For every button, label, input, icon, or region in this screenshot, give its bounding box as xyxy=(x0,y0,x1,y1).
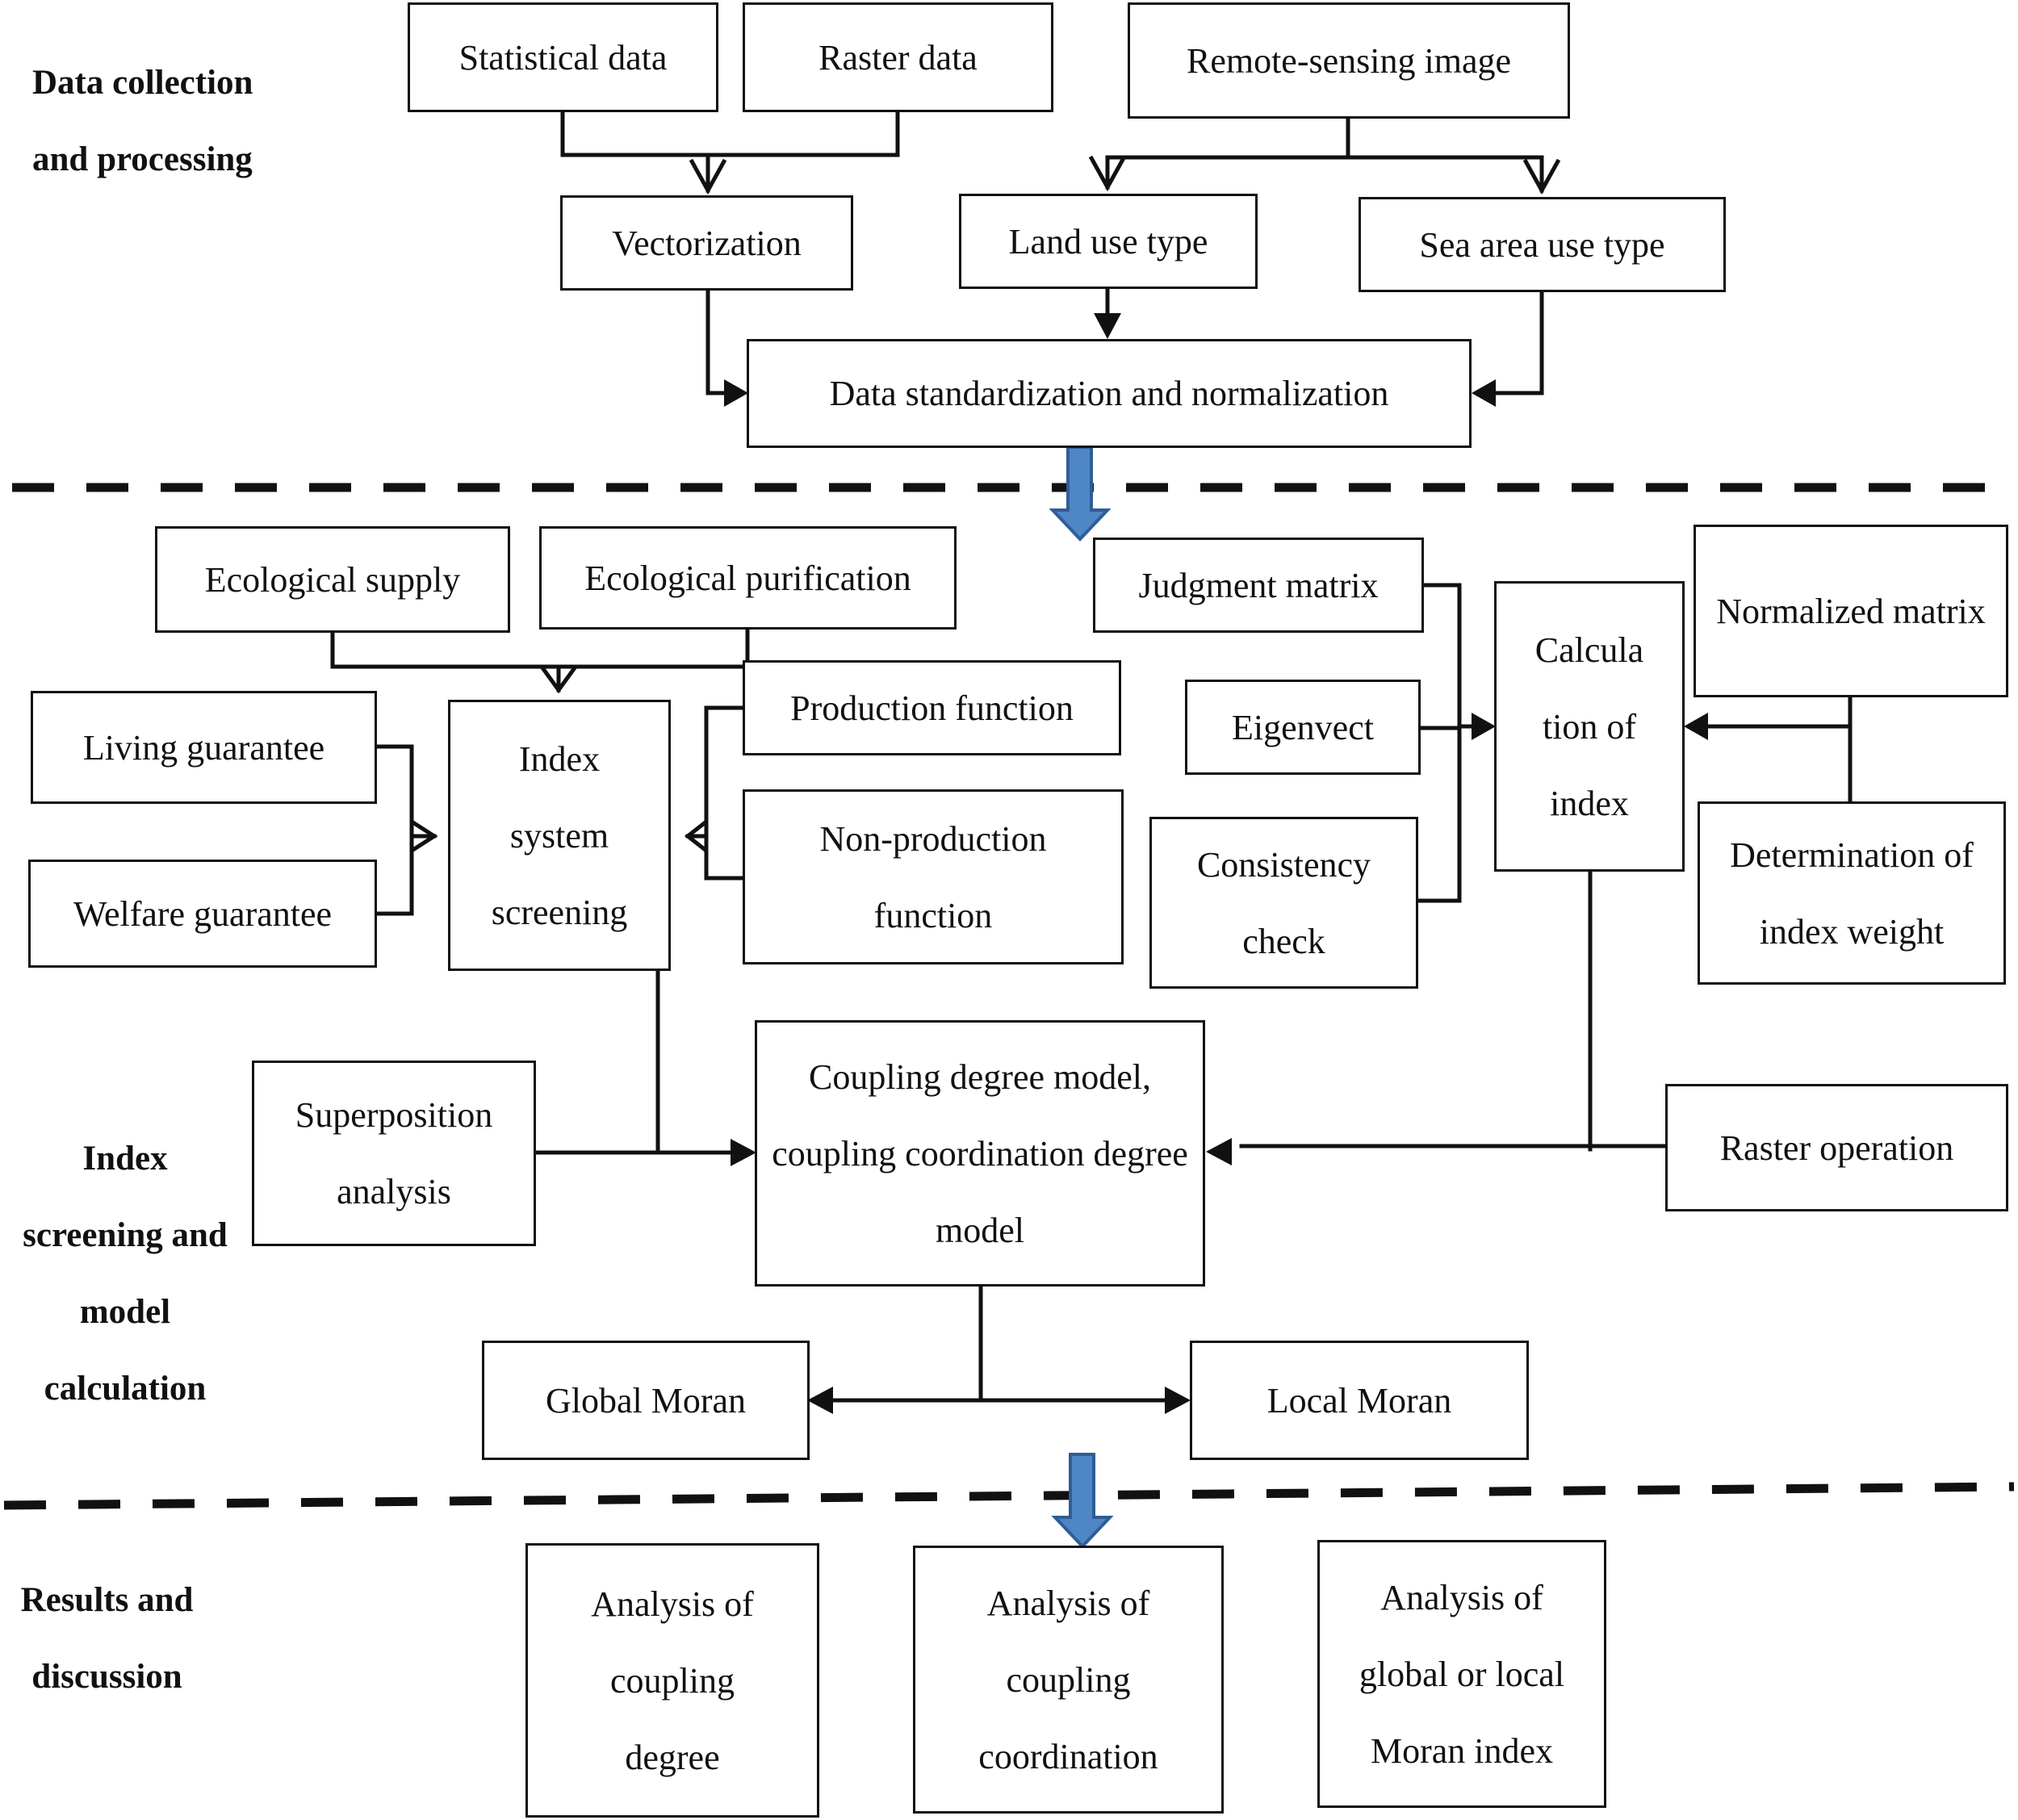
box-coupling-model: Coupling degree model, coupling coordina… xyxy=(755,1020,1205,1287)
box-ecological-purification: Ecological purification xyxy=(539,526,957,630)
box-production-function: Production function xyxy=(743,660,1121,755)
box-judgment-matrix: Judgment matrix xyxy=(1093,538,1424,633)
arrowhead-vectorization xyxy=(689,158,727,195)
arrowhead-index-right xyxy=(684,820,708,852)
connector-remote-split xyxy=(1105,115,1544,193)
divider-bottom xyxy=(3,1482,2015,1510)
box-calculation-of-index: Calcula tion of index xyxy=(1494,581,1685,872)
box-ecological-supply: Ecological supply xyxy=(155,526,510,633)
arrowhead-standard-left xyxy=(724,379,748,407)
arrowhead-seause xyxy=(1522,158,1561,195)
flow-arrows xyxy=(1049,446,1114,1549)
arrowhead-landuse xyxy=(1088,155,1127,192)
connector-vectorization-to-standard xyxy=(705,287,733,395)
connector-ahp-to-calc xyxy=(1416,583,1481,903)
box-analysis-coupling-degree: Analysis of coupling degree xyxy=(525,1543,819,1818)
arrowhead-calc-left xyxy=(1472,713,1496,740)
box-eigenvect: Eigenvect xyxy=(1185,680,1421,775)
arrowhead-local-moran xyxy=(1165,1387,1191,1414)
section-label-data-collection: Data collection and processing xyxy=(32,64,253,178)
arrowhead-coupling-right xyxy=(1206,1138,1232,1165)
section-label-results: Results and discussion xyxy=(20,1581,194,1696)
box-determination-of-index-weight: Determination of index weight xyxy=(1698,801,2006,985)
connector-coupling-to-moran xyxy=(829,1283,1169,1403)
arrowhead-standard-top xyxy=(1094,313,1121,339)
connector-stat-raster-to-vector xyxy=(560,108,900,157)
connector-weight-to-calc xyxy=(1704,694,1853,805)
box-land-use-type: Land use type xyxy=(959,194,1258,289)
box-local-moran: Local Moran xyxy=(1190,1341,1529,1460)
box-normalized-matrix: Normalized matrix xyxy=(1694,525,2008,697)
connector-production-to-index xyxy=(685,705,745,881)
box-raster-data: Raster data xyxy=(743,2,1053,112)
flow-arrow-down-icon xyxy=(1049,446,1112,542)
box-data-standardization: Data standardization and normalization xyxy=(747,339,1472,448)
box-analysis-coupling-coordination: Analysis of coupling coordination xyxy=(913,1546,1224,1814)
arrowhead-calc-right xyxy=(1684,713,1708,740)
box-vectorization: Vectorization xyxy=(560,195,853,291)
box-consistency-check: Consistency check xyxy=(1149,817,1418,989)
box-raster-operation: Raster operation xyxy=(1665,1084,2008,1211)
box-non-production-function: Non-production function xyxy=(743,789,1124,964)
arrowhead-standard-right xyxy=(1472,379,1496,407)
box-sea-area-use-type: Sea area use type xyxy=(1359,197,1726,292)
connector-guarantee-to-index xyxy=(373,744,437,916)
box-living-guarantee: Living guarantee xyxy=(31,691,377,804)
arrowhead-index-top xyxy=(539,665,578,694)
connector-eco-to-index xyxy=(330,629,750,669)
box-analysis-moran-index: Analysis of global or local Moran index xyxy=(1317,1540,1606,1808)
arrowhead-coupling-left xyxy=(731,1139,756,1166)
arrowhead-global-moran xyxy=(807,1387,833,1414)
box-superposition-analysis: Superposition analysis xyxy=(252,1061,536,1246)
flow-arrow-down-icon xyxy=(1051,1453,1114,1549)
box-remote-sensing-image: Remote-sensing image xyxy=(1128,2,1570,119)
section-label-index-screening: Index screening and model calculation xyxy=(23,1140,228,1408)
box-global-moran: Global Moran xyxy=(482,1341,810,1460)
arrowhead-index-left xyxy=(410,819,438,853)
connector-sea-to-standard xyxy=(1491,288,1544,395)
box-index-system-screening: Index system screening xyxy=(448,700,671,971)
box-statistical-data: Statistical data xyxy=(408,2,718,112)
box-welfare-guarantee: Welfare guarantee xyxy=(28,860,377,968)
